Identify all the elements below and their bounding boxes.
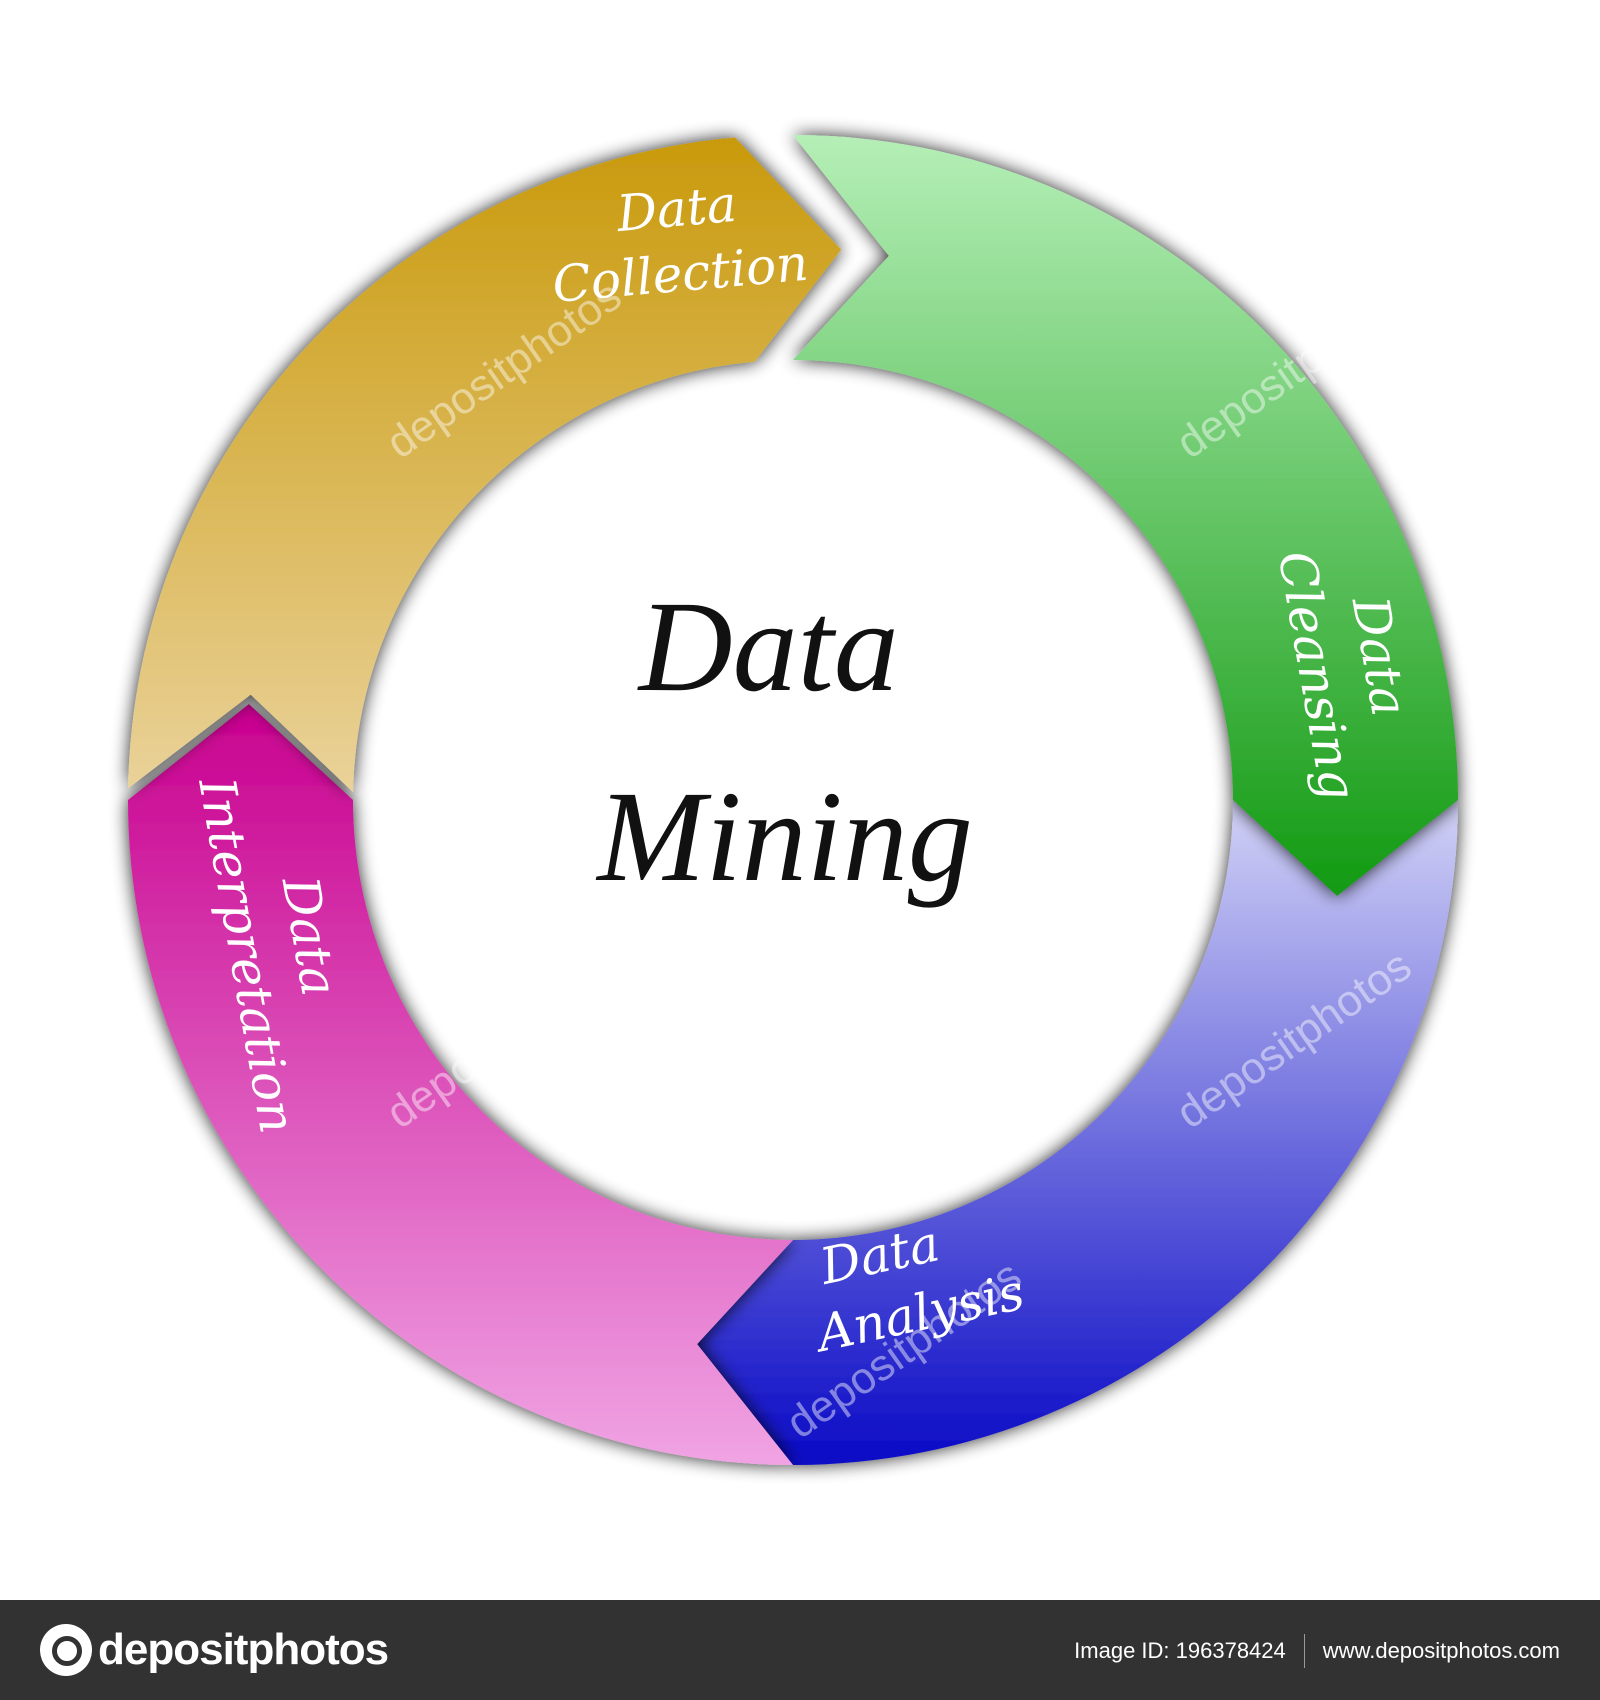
footer-info: Image ID: 196378424 www.depositphotos.co…: [1074, 1634, 1560, 1668]
center-title-line1: Data: [637, 575, 899, 719]
footer-divider: [1303, 1634, 1305, 1668]
segment-data-cleansing: [793, 135, 1458, 896]
footer-bar: depositphotos Image ID: 196378424 www.de…: [0, 1600, 1600, 1700]
data-mining-cycle-diagram: depositphotos depositphotos depositphoto…: [128, 135, 1458, 1465]
center-title-line2: Mining: [595, 765, 973, 909]
segment-data-analysis: [697, 800, 1458, 1465]
site-url[interactable]: www.depositphotos.com: [1322, 1638, 1560, 1663]
center-title: Data Mining: [595, 575, 973, 909]
label-line: Data: [613, 175, 738, 243]
depositphotos-logo[interactable]: depositphotos: [40, 1622, 389, 1678]
segment-data-collection: [128, 137, 842, 793]
camera-lens-icon: [40, 1624, 92, 1676]
logo-text: depositphotos: [98, 1625, 389, 1674]
image-id: Image ID: 196378424: [1074, 1638, 1286, 1663]
segment-data-interpretation: [128, 704, 793, 1465]
